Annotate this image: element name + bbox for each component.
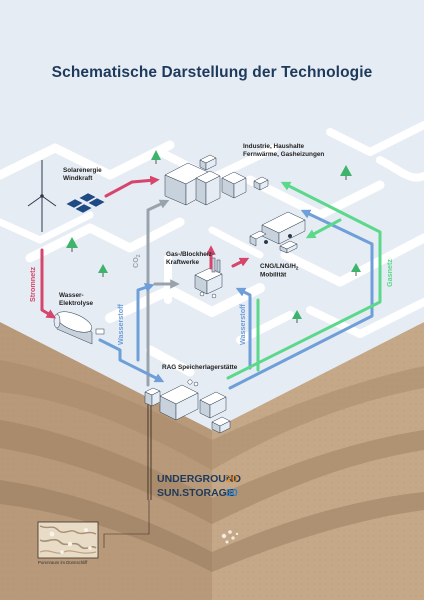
industry-buildings-icon	[164, 154, 269, 206]
pipe-label-co2: CO2	[131, 254, 142, 268]
underground-sun-storage-logo: UNDERGROUND SUN.STORAGE 20 30	[157, 473, 241, 499]
underground	[0, 322, 424, 600]
roads	[0, 121, 424, 377]
pipe-gasnetz	[226, 181, 382, 380]
page-title: Schematische Darstellung der Technologie	[51, 64, 373, 81]
tree-icon	[151, 150, 161, 164]
electrolysis-tank-icon	[53, 311, 105, 345]
logo-year-bottom: 30	[226, 487, 238, 499]
label-porenraum: Porenraum im Dünnschliff	[38, 560, 88, 565]
tree-icon	[292, 310, 302, 323]
pipe-wasserstoff	[235, 287, 252, 370]
label-speicher: RAG Speicherlagerstätte	[162, 364, 238, 371]
pipe-co2	[146, 199, 170, 387]
thin-section-inset: Porenraum im Dünnschliff	[37, 521, 99, 565]
label-industrie: Industrie, Haushalte Fernwärme, Gasheizu…	[243, 143, 324, 158]
wind-turbine-icon	[27, 160, 57, 232]
trees	[66, 150, 361, 323]
pipe-wasserstoff	[228, 209, 374, 390]
tree-icon	[340, 165, 352, 180]
tree-icon	[98, 264, 108, 277]
reservoir-pores	[221, 530, 239, 544]
storage-facility-icon	[144, 379, 231, 434]
pipe-strom	[231, 257, 250, 268]
pipe-strom	[40, 248, 57, 319]
solar-panels-icon	[65, 192, 106, 214]
logo-line2: SUN.STORAGE	[157, 487, 234, 499]
flow-pipes	[40, 175, 382, 390]
pipe-label-gasnetz: Gasnetz	[385, 259, 394, 287]
car-icon	[279, 240, 298, 254]
pipe-wasserstoff	[98, 338, 165, 383]
power-plant-icon	[194, 257, 223, 299]
pipe-strom	[104, 175, 160, 198]
pipe-label-wasserstoff-left: Wasserstoff	[116, 304, 125, 345]
pipe-label-stromnetz: Stromnetz	[28, 266, 37, 302]
callout-line	[103, 500, 150, 548]
label-solar-wind: Solarenergie Windkraft	[63, 167, 104, 182]
truck-icon	[249, 211, 306, 247]
pipe-gasnetz	[305, 218, 342, 239]
pipe-label-wasserstoff-right: Wasserstoff	[238, 304, 247, 345]
tree-icon	[66, 237, 78, 252]
label-kraftwerk: Gas-/Blockheiz- Kraftwerke	[166, 251, 216, 266]
logo-line1: UNDERGROUND	[157, 473, 241, 485]
logo-year-top: 20	[226, 473, 238, 485]
tree-icon	[351, 263, 361, 276]
pipe-wasserstoff	[136, 282, 155, 362]
label-elektrolyse: Wasser- Elektrolyse	[59, 292, 94, 307]
label-mobilitaet: CNG/LNG/H2 Mobilität	[260, 263, 300, 279]
